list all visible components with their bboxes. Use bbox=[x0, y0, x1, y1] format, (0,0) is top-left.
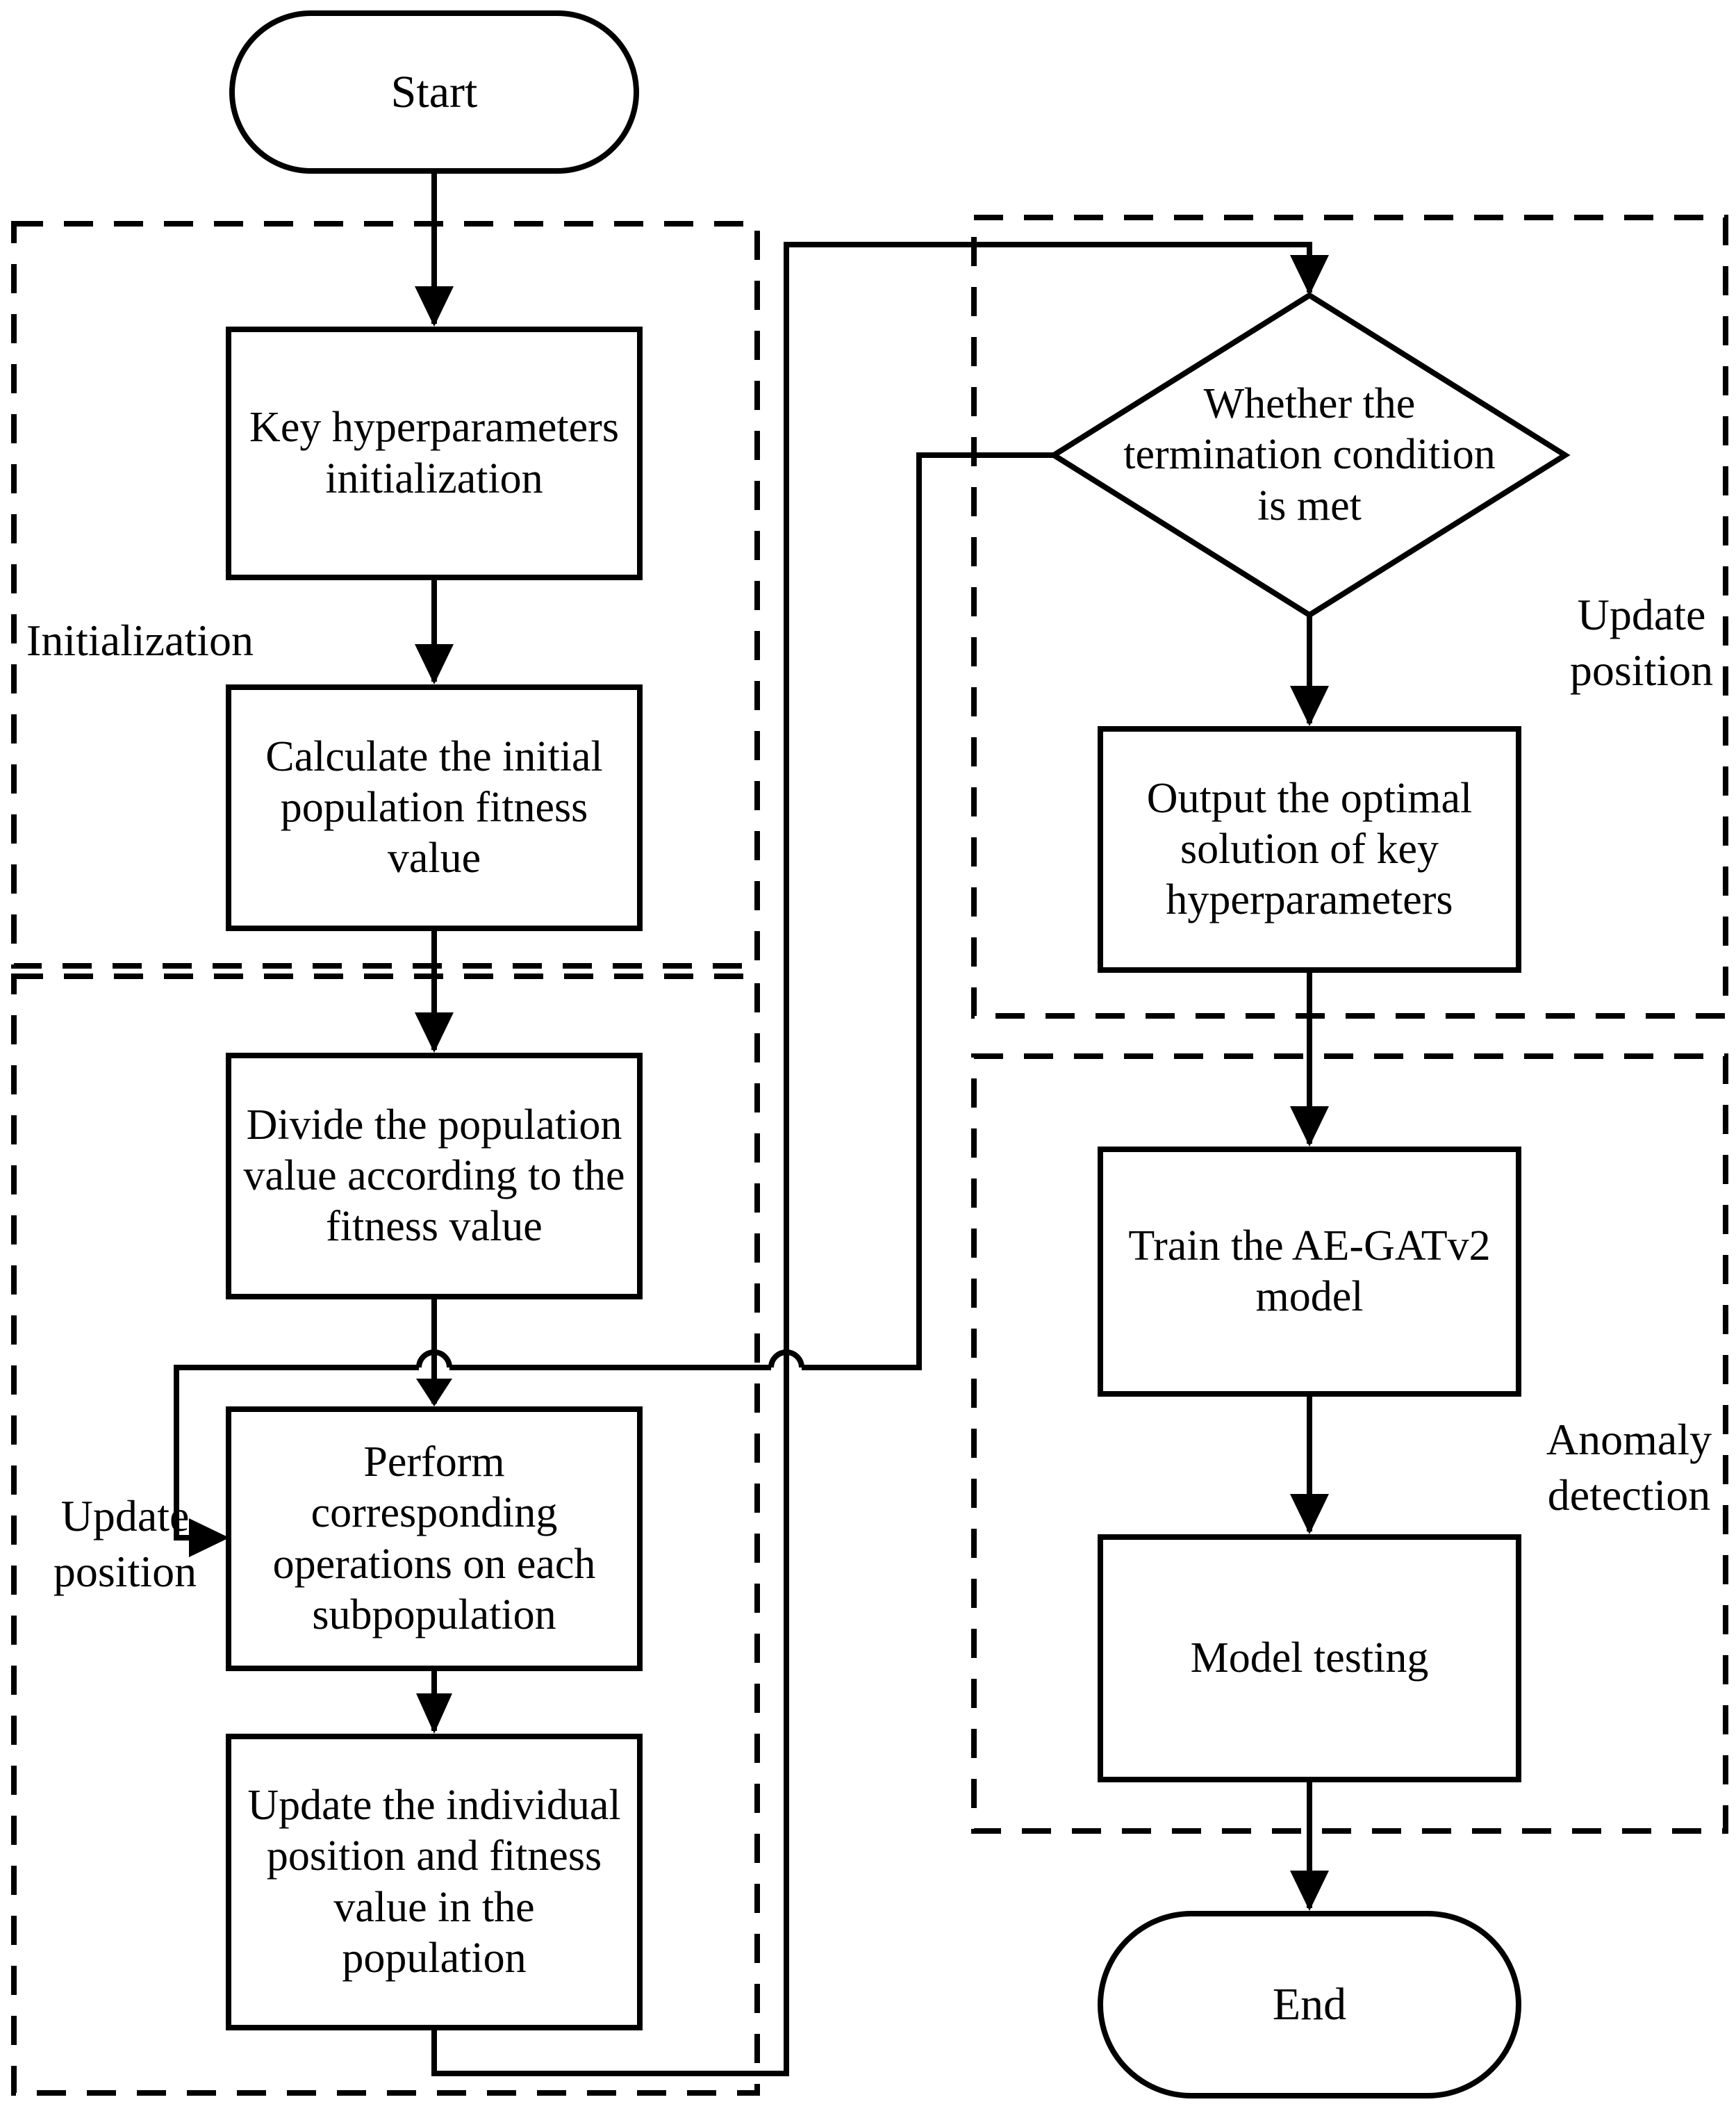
end-terminator: End bbox=[1098, 1911, 1521, 2098]
process-perform-operations: Perform corresponding operations on each… bbox=[226, 1406, 643, 1671]
loop-connector-right bbox=[802, 452, 1054, 1370]
arrowhead-into-divide bbox=[415, 1012, 454, 1053]
initialization-group-label: Initialization bbox=[26, 616, 254, 665]
process-output-optimal-solution: Output the optimal solution of key hyper… bbox=[1098, 726, 1521, 973]
process-label: Calculate the initial population fitness… bbox=[265, 732, 603, 882]
arrowhead-into-output bbox=[1290, 686, 1329, 726]
process-label: Key hyperparameters initialization bbox=[249, 404, 619, 502]
connector-update-to-decision bbox=[431, 242, 1312, 2076]
arrowhead-into-fitness bbox=[415, 644, 454, 684]
anomaly-detection-group-label: Anomaly detection bbox=[1546, 1415, 1712, 1520]
line-hop-left bbox=[416, 1349, 452, 1368]
arrowhead-into-end bbox=[1290, 1871, 1329, 1911]
line-hop-right bbox=[768, 1349, 804, 1368]
process-label: Model testing bbox=[1190, 1634, 1429, 1682]
process-label: Output the optimal solution of key hyper… bbox=[1146, 774, 1473, 924]
initialization-group-border bbox=[11, 221, 760, 969]
process-label: Train the AE-GATv2 model bbox=[1128, 1222, 1491, 1320]
process-label: Divide the population value according to… bbox=[243, 1101, 625, 1251]
process-key-hyperparameters-initialization: Key hyperparameters initialization bbox=[226, 327, 643, 580]
arrowhead-into-perform-left bbox=[189, 1518, 229, 1557]
arrowhead-into-train bbox=[1290, 1106, 1329, 1147]
process-label: Update the individual position and fitne… bbox=[247, 1782, 621, 1982]
update-position-left-label: Update position bbox=[53, 1491, 197, 1596]
arrowhead-into-init bbox=[415, 286, 454, 327]
process-label: Perform corresponding operations on each… bbox=[272, 1438, 596, 1638]
update-position-group-border bbox=[971, 215, 1728, 1019]
process-update-individual: Update the individual position and fitne… bbox=[226, 1734, 643, 2030]
arrowhead-into-decision bbox=[1290, 255, 1329, 295]
start-label: Start bbox=[390, 66, 478, 117]
decision-termination-condition: Whether the termination condition is met bbox=[1080, 347, 1539, 563]
arrowhead-into-testing bbox=[1290, 1494, 1329, 1534]
arrowhead-into-perform-top bbox=[416, 1379, 452, 1406]
update-position-right-label: Update position bbox=[1569, 590, 1714, 695]
process-model-testing: Model testing bbox=[1098, 1534, 1521, 1782]
arrowhead-into-update bbox=[416, 1693, 452, 1734]
decision-diamond-shape bbox=[1048, 292, 1571, 618]
process-divide-population: Divide the population value according to… bbox=[226, 1053, 643, 1299]
population-update-group-border bbox=[11, 974, 760, 2096]
process-train-ae-gatv2-model: Train the AE-GATv2 model bbox=[1098, 1147, 1521, 1397]
anomaly-detection-group-border bbox=[971, 1053, 1728, 1834]
start-terminator: Start bbox=[229, 10, 639, 174]
end-label: End bbox=[1272, 1979, 1347, 2030]
process-calculate-initial-fitness: Calculate the initial population fitness… bbox=[226, 684, 643, 931]
decision-label: Whether the termination condition is met bbox=[1123, 380, 1496, 529]
